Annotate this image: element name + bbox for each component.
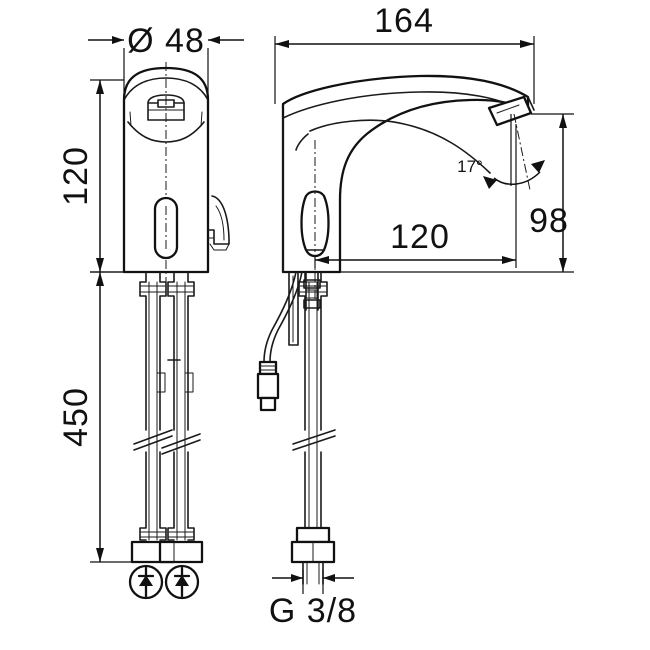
dimension-height-120: 120 (57, 79, 124, 273)
side-view-sensor-window (300, 190, 330, 258)
break-symbol-hose-left (133, 429, 173, 451)
dimension-thread-g38: G 3/8 (269, 570, 357, 630)
front-view-hose-left (133, 271, 173, 541)
break-symbol-hose-side (292, 429, 336, 451)
dimension-outlet-angle-17: 17° (457, 113, 545, 191)
side-view-hose (290, 271, 336, 585)
dimension-label-spout-height-98: 98 (529, 202, 569, 240)
dimension-spout-height-98: 98 (340, 113, 574, 273)
dimension-length-164: 164 (274, 2, 535, 104)
dimension-label-thread-g38: G 3/8 (269, 592, 357, 630)
dimension-label-diameter-48: Ø 48 (127, 22, 205, 60)
dimension-label-projection-120: 120 (390, 218, 450, 256)
break-symbol-hose-right (161, 433, 201, 455)
front-view: Ø 48 120 450 (57, 22, 244, 600)
side-view-threaded-rod (303, 271, 321, 311)
front-view-hose-right (161, 271, 201, 541)
side-view: 164 120 98 17° (256, 2, 574, 630)
dimension-label-outlet-angle-17: 17° (457, 157, 483, 176)
front-view-lever-detail (207, 195, 230, 251)
check-valve-symbol-left (128, 564, 164, 600)
dimension-label-hose-length-450: 450 (57, 387, 95, 447)
front-view-sensor-window (153, 196, 179, 260)
dimension-label-length-164: 164 (374, 2, 434, 40)
dimension-projection-120: 120 (314, 124, 517, 268)
side-view-cable (256, 271, 303, 412)
check-valve-symbol-right (164, 564, 200, 600)
front-view-connector-nuts (130, 540, 204, 564)
side-view-aerator (487, 95, 535, 127)
dimension-diameter-48: Ø 48 (88, 22, 244, 100)
side-view-mounting-shank (288, 271, 299, 346)
dimension-hose-length-450: 450 (57, 271, 132, 563)
dimension-label-height-120: 120 (57, 146, 95, 206)
